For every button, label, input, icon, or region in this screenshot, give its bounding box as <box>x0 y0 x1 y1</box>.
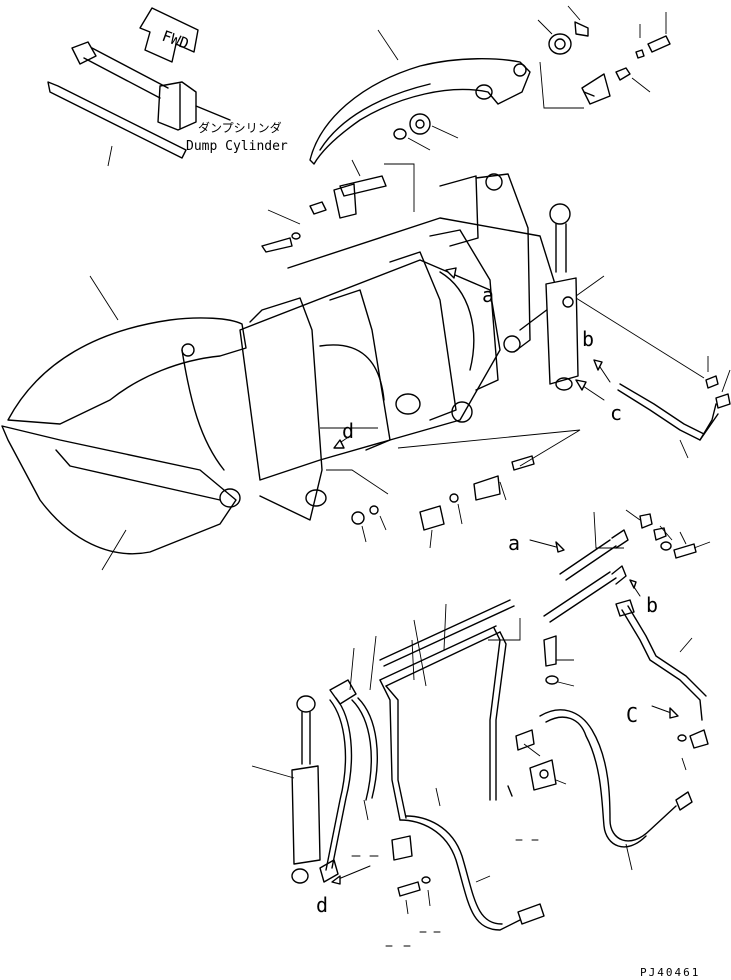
left-cylinder-lower <box>251 695 321 884</box>
long-tubes <box>379 599 521 821</box>
callout-c-top: c <box>610 401 622 425</box>
right-hose-lower <box>615 599 709 771</box>
small-fittings <box>507 635 575 797</box>
center-hardware <box>320 427 581 549</box>
dump-cylinder-sketch <box>47 41 231 167</box>
fwd-arrow: FWD <box>139 7 199 63</box>
callout-c-low: C <box>626 703 638 727</box>
lower-grapple-hook <box>1 275 247 571</box>
callout-b-top: b <box>582 327 594 351</box>
dump-cylinder-en-label: Dump Cylinder <box>186 139 288 154</box>
dump-cylinder-jp-label: ダンプシリンダ <box>198 120 282 135</box>
main-frame <box>239 173 561 521</box>
top-right-hardware <box>537 5 671 109</box>
right-cylinder-upper <box>545 203 705 391</box>
callout-a-top: a <box>482 283 494 307</box>
bushings <box>393 113 459 151</box>
bottom-hose <box>391 787 545 931</box>
callout-a-mid: a <box>508 531 520 555</box>
upper-grapple-hook <box>309 29 531 165</box>
dash-markers <box>351 839 539 947</box>
mid-tubes <box>543 509 711 623</box>
center-hose-lower <box>539 709 693 871</box>
callout-d-low: d <box>316 893 328 917</box>
right-hose-upper <box>617 356 731 459</box>
left-hoses-lower <box>319 635 378 883</box>
callout-d-top: d <box>342 419 354 443</box>
callout-b-mid: b <box>646 593 658 617</box>
pin-assembly <box>261 159 415 253</box>
callout-arrows <box>331 267 679 885</box>
drawing-code: PJ40461 <box>640 966 700 979</box>
